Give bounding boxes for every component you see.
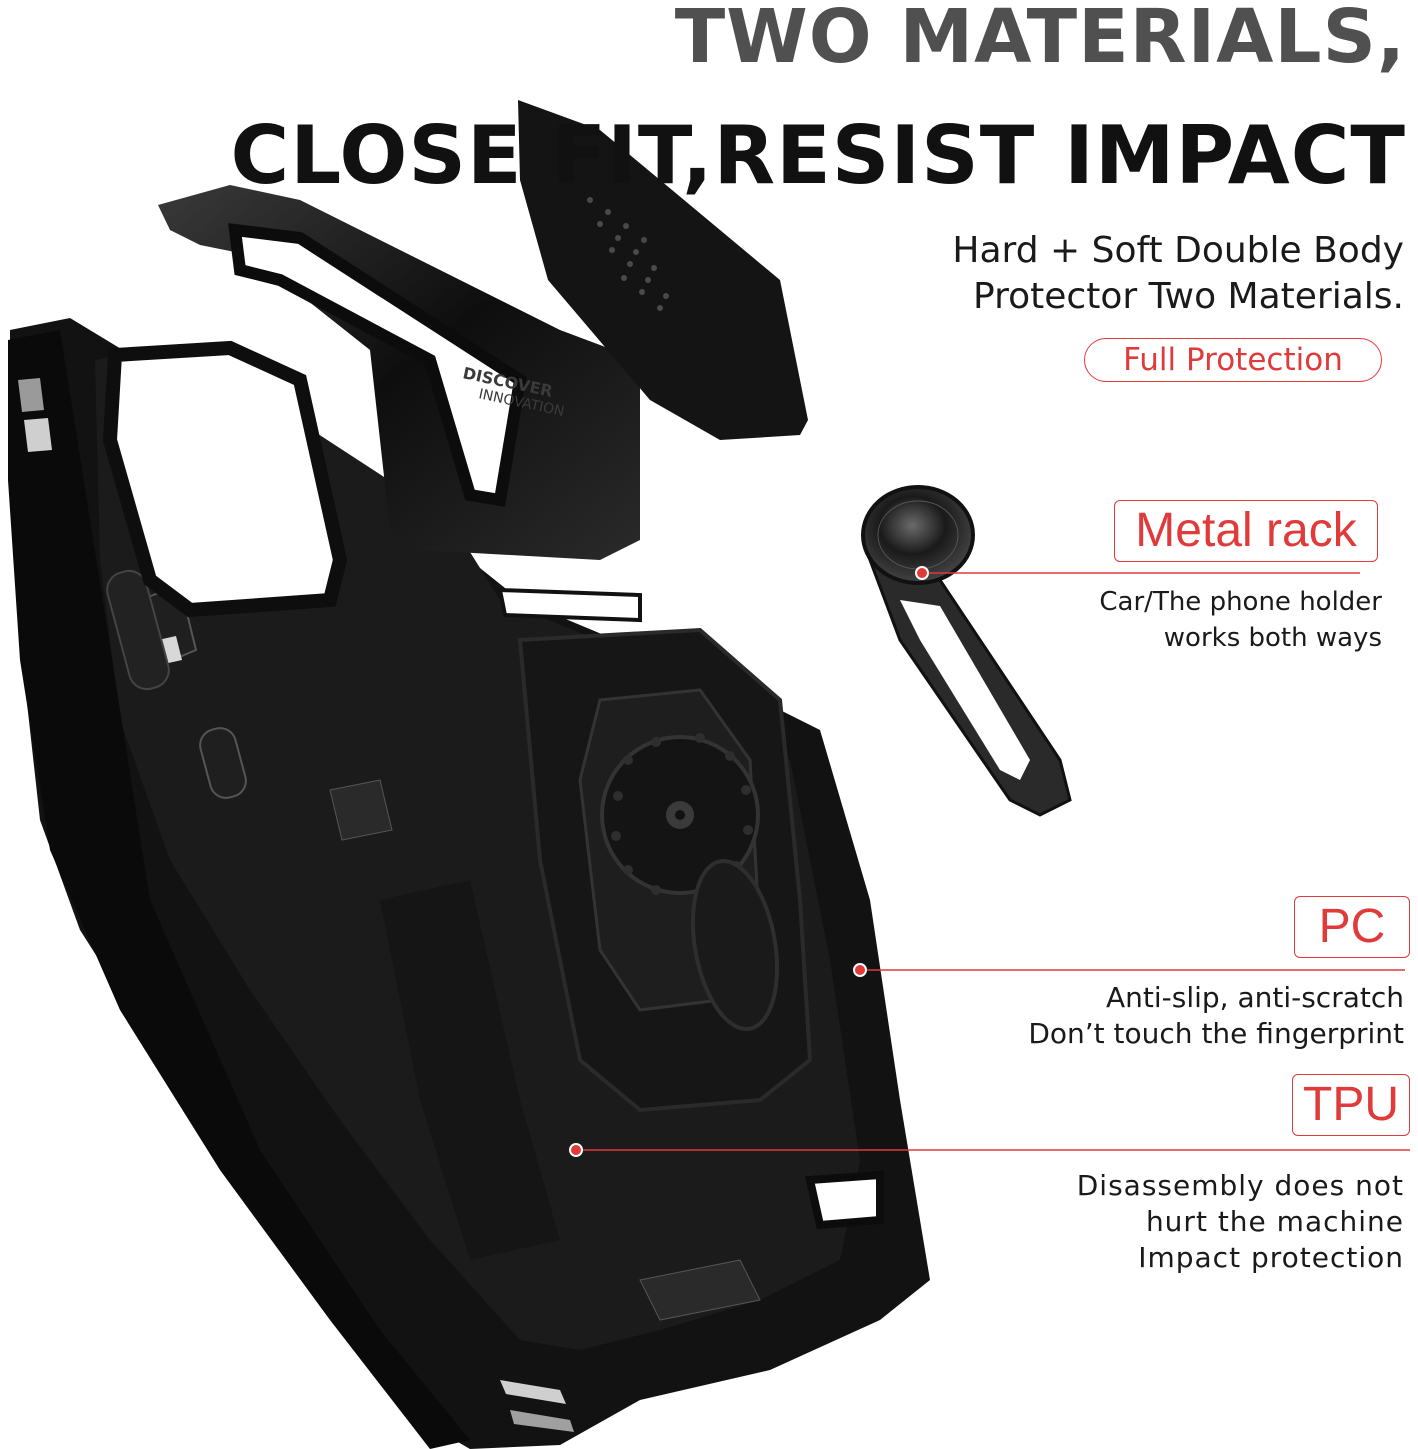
headline-line2: CLOSE FIT,RESIST IMPACT [230,109,1406,202]
tpu-description: Disassembly does not hurt the machine Im… [1077,1168,1404,1276]
pc-description: Anti-slip, anti-scratch Don’t touch the … [1028,980,1404,1052]
metal-rack-label: Metal rack [1114,500,1378,562]
full-protection-badge: Full Protection [1084,338,1382,382]
ring-holder-illustration [861,485,1072,817]
subtitle: Hard + Soft Double Body Protector Two Ma… [952,228,1404,320]
callout-lines [576,572,1410,1151]
metal-rack-description: Car/The phone holder works both ways [1099,584,1382,656]
subtitle-line1: Hard + Soft Double Body [952,230,1404,271]
camera-slider-illustration: DISCOVER INNOVATION [158,100,808,560]
pc-label: PC [1294,896,1410,958]
tpu-desc-line2: hurt the machine [1145,1205,1404,1238]
subtitle-line2: Protector Two Materials. [973,276,1404,317]
tpu-desc-line3: Impact protection [1138,1241,1404,1274]
metal-rack-desc-line2: works both ways [1163,623,1382,653]
tpu-label: TPU [1292,1074,1410,1136]
pc-desc-line2: Don’t touch the fingerprint [1028,1017,1404,1050]
pc-desc-line1: Anti-slip, anti-scratch [1105,981,1404,1014]
headline-line1: TWO MATERIALS, [674,0,1406,80]
tpu-desc-line1: Disassembly does not [1076,1169,1404,1202]
metal-rack-desc-line1: Car/The phone holder [1099,587,1382,617]
callout-dots [569,566,929,1157]
phone-case-illustration [8,318,930,1449]
